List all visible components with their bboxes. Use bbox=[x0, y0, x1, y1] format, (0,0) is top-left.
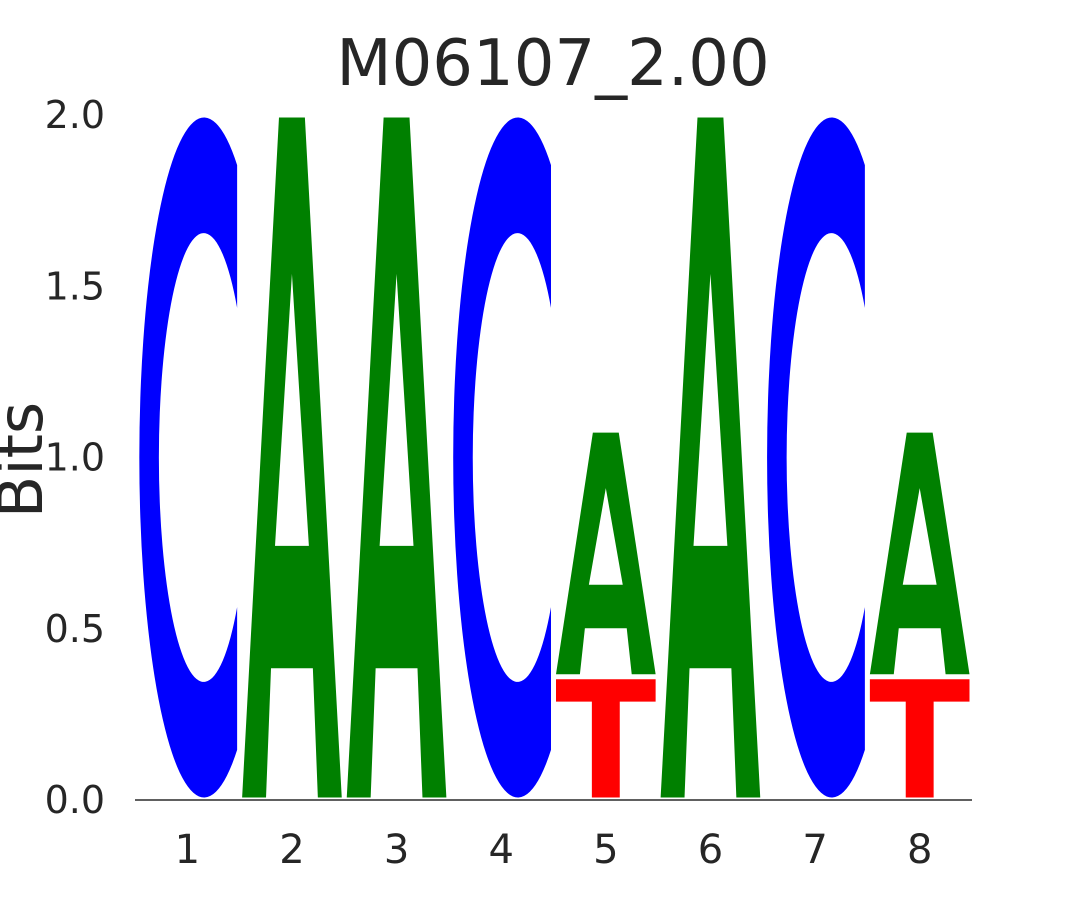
logo-letter-C-pos-1 bbox=[139, 117, 238, 798]
logo-letter-A-pos-3 bbox=[346, 117, 447, 798]
y-tick-label: 2.0 bbox=[45, 93, 105, 137]
x-tick-label: 2 bbox=[279, 827, 304, 873]
logo-letter-T-pos-5 bbox=[556, 679, 656, 798]
x-tick-label: 3 bbox=[384, 827, 409, 873]
logo-letter-C-pos-4 bbox=[453, 117, 551, 798]
x-tick-label: 1 bbox=[175, 827, 200, 873]
logo-letter-T-pos-8 bbox=[869, 679, 970, 798]
logo-letter-A-pos-5 bbox=[556, 432, 656, 675]
y-axis-ticks: 0.0 0.5 1.0 1.5 2.0 bbox=[45, 93, 105, 822]
y-tick-label: 1.5 bbox=[45, 264, 105, 308]
x-tick-label: 8 bbox=[907, 827, 932, 873]
logo-letters bbox=[139, 117, 970, 798]
x-tick-label: 4 bbox=[488, 827, 513, 873]
logo-letter-A-pos-8 bbox=[869, 432, 970, 675]
chart-title: M06107_2.00 bbox=[336, 27, 769, 101]
x-tick-label: 5 bbox=[593, 827, 618, 873]
x-axis-ticks: 1 2 3 4 5 6 7 8 bbox=[175, 827, 933, 873]
x-tick-label: 6 bbox=[698, 827, 723, 873]
y-tick-label: 0.0 bbox=[45, 778, 105, 822]
y-tick-label: 0.5 bbox=[45, 607, 105, 651]
logo-letter-C-pos-7 bbox=[767, 117, 865, 798]
y-axis-label: Bits bbox=[0, 402, 57, 518]
x-tick-label: 7 bbox=[802, 827, 827, 873]
y-tick-label: 1.0 bbox=[45, 436, 105, 480]
logo-letter-A-pos-6 bbox=[660, 117, 761, 798]
logo-letter-A-pos-2 bbox=[242, 117, 342, 798]
